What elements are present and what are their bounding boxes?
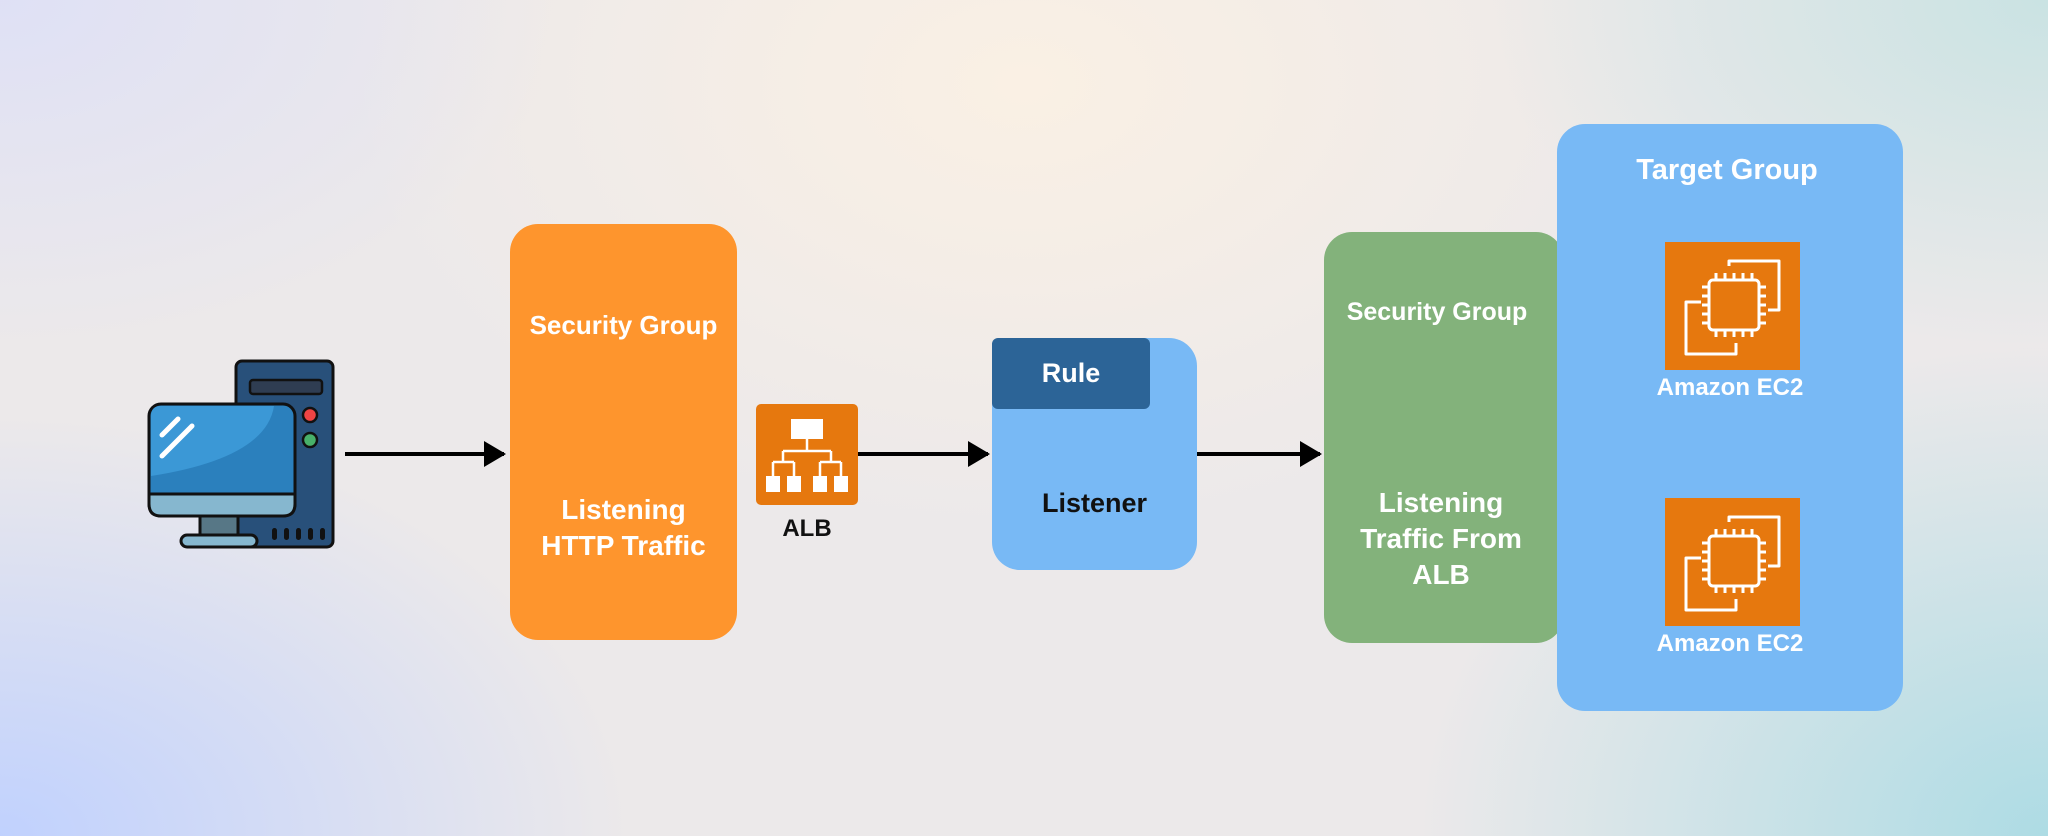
alb-node xyxy=(756,404,858,505)
client-computer xyxy=(146,358,338,550)
target-group: Target Group Amazon EC2 xyxy=(1557,124,1903,711)
description-line: Listening xyxy=(561,494,686,525)
ec2-instance xyxy=(1665,498,1800,626)
target-group-title: Target Group xyxy=(1636,154,1818,186)
security-group-targets-description: Listening Traffic From ALB xyxy=(1324,485,1564,593)
arrow-client-to-security-group xyxy=(345,441,506,467)
arrow-alb-to-listener xyxy=(858,441,990,467)
description-line: Listening xyxy=(1378,487,1504,518)
security-group-inbound-description: Listening HTTP Traffic xyxy=(510,492,737,564)
rule-box: Rule xyxy=(992,338,1150,409)
ec2-label: Amazon EC2 xyxy=(1656,374,1804,401)
security-group-targets-title: Security Group xyxy=(1346,298,1528,326)
security-group-targets: Security Group Listening Traffic From AL… xyxy=(1324,232,1564,643)
security-group-inbound: Security Group Listening HTTP Traffic xyxy=(510,224,737,640)
description-line: ALB xyxy=(1412,559,1470,590)
ec2-label: Amazon EC2 xyxy=(1656,630,1804,657)
security-group-inbound-title: Security Group xyxy=(529,310,718,340)
ec2-instance xyxy=(1665,242,1800,370)
listener-label: Listener xyxy=(1041,488,1148,518)
description-line: Traffic From xyxy=(1360,523,1522,554)
ec2-chip-icon xyxy=(1684,515,1781,612)
listener: Rule Listener xyxy=(992,338,1197,570)
description-line: HTTP Traffic xyxy=(541,530,706,561)
alb-label: ALB xyxy=(782,515,832,542)
desktop-computer-icon xyxy=(147,359,335,549)
load-balancer-icon xyxy=(766,419,848,492)
ec2-chip-icon xyxy=(1684,259,1781,356)
arrow-listener-to-security-group xyxy=(1197,441,1322,467)
